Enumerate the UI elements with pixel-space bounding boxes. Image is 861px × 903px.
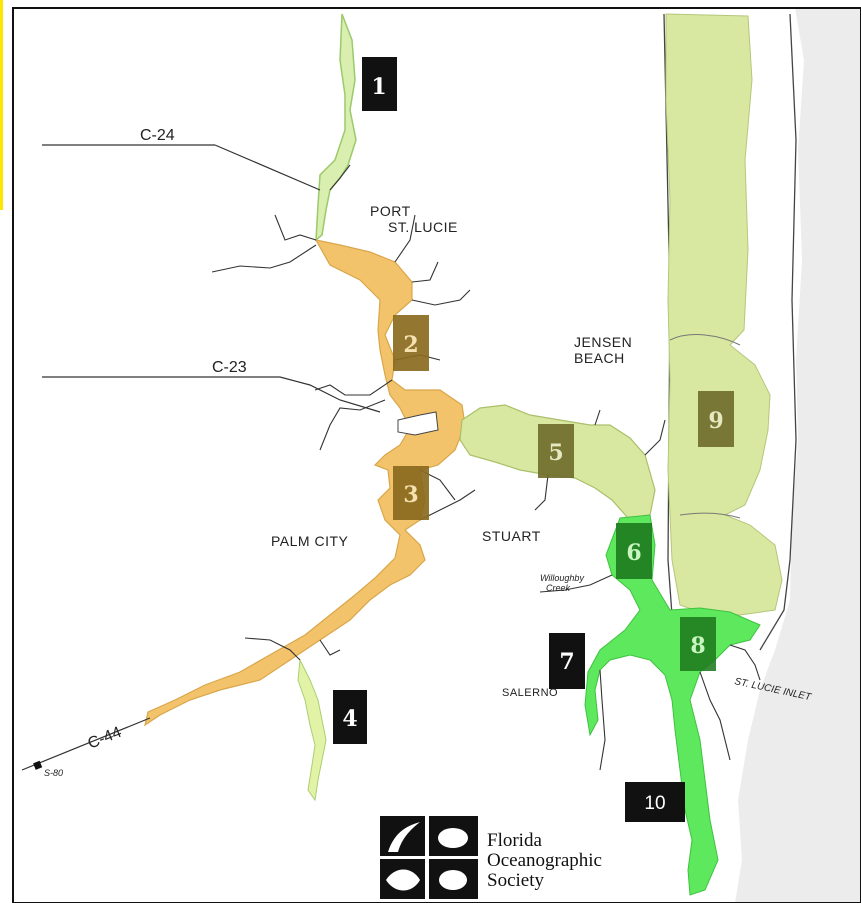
segment-1-marker: 1 (362, 57, 397, 111)
s80-label: S-80 (44, 768, 63, 778)
turtle-icon (438, 828, 468, 848)
jensen-beach-label-line1: JENSEN (574, 334, 632, 350)
segment-3-marker: 3 (393, 466, 429, 520)
s80-structure-marker (33, 760, 43, 770)
c44-label: C-44 (86, 724, 125, 753)
logo-line-3: Society (487, 870, 544, 891)
segment-8-marker: 8 (680, 617, 716, 671)
svg-text:8: 8 (690, 633, 705, 659)
segment-5-marker: 5 (538, 424, 574, 478)
c23-label: C-23 (212, 359, 247, 376)
svg-text:10: 10 (644, 793, 665, 814)
florida-oceanographic-society-logo: Florida Oceanographic Society (380, 816, 602, 899)
segment-2-marker: 2 (393, 315, 429, 371)
segment-4-zone (297, 658, 327, 802)
jensen-beach-label-line2: BEACH (574, 350, 625, 366)
ocean-area (735, 8, 861, 903)
segment-9-zone (665, 13, 783, 616)
bright-green-zone (584, 514, 761, 896)
left-edge-highlight (0, 0, 3, 210)
svg-text:9: 9 (708, 408, 723, 434)
c24-canal-connector (214, 144, 321, 191)
svg-text:4: 4 (342, 706, 357, 732)
segment-9-marker: 9 (698, 391, 734, 447)
palm-city-label: PALM CITY (271, 533, 349, 549)
svg-text:3: 3 (403, 482, 418, 508)
salerno-label: SALERNO (502, 687, 558, 699)
c24-label: C-24 (140, 127, 175, 144)
willoughby-creek-label-line2: Creek (546, 583, 571, 593)
structure-outline (397, 411, 439, 436)
orange-river-zone (144, 239, 466, 727)
map-frame (12, 7, 861, 903)
segment-6-marker: 6 (616, 523, 652, 579)
sea-turtle-icon (439, 870, 467, 890)
svg-text:7: 7 (559, 649, 574, 675)
logo-line-2: Oceanographic (487, 850, 602, 871)
c44-canal-line (21, 717, 151, 771)
fish-icon (386, 869, 420, 891)
barrier-island-east-shore (759, 13, 797, 651)
segment-1-zone (315, 13, 357, 242)
willoughby-creek-label-line1: Willoughby (540, 573, 584, 583)
logo-line-1: Florida (487, 830, 542, 851)
segment-9-south-divider (679, 512, 741, 519)
segment-10-marker: 10 (625, 782, 685, 822)
port-st-lucie-label-line2: ST. LUCIE (388, 219, 458, 235)
svg-text:6: 6 (626, 540, 641, 566)
svg-text:5: 5 (548, 440, 563, 466)
svg-text:1: 1 (371, 74, 386, 100)
segment-9-north-divider (669, 334, 741, 346)
bird-icon (388, 822, 420, 852)
segment-4-marker: 4 (333, 690, 367, 744)
port-st-lucie-label-line1: PORT (370, 203, 411, 219)
stuart-label: STUART (482, 528, 541, 544)
c23-canal-connector (279, 376, 381, 413)
segment-7-marker: 7 (549, 633, 585, 689)
svg-text:2: 2 (403, 332, 418, 358)
